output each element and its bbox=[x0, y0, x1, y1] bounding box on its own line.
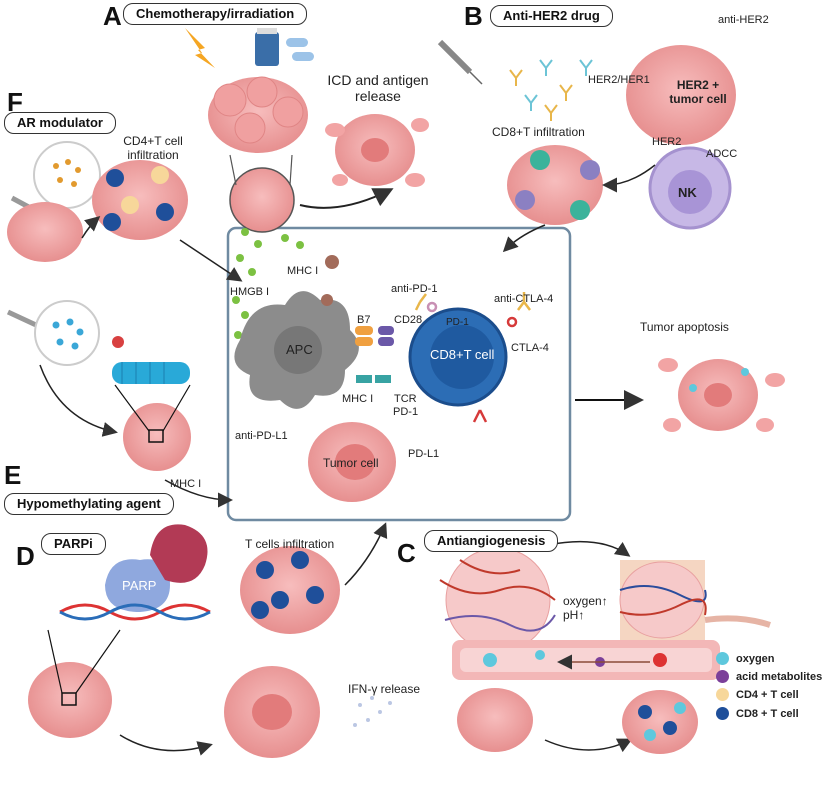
vessel-tumor-left bbox=[439, 547, 556, 653]
panel-b-title: Anti-HER2 drug bbox=[490, 5, 613, 27]
anti-pdl1-label: anti-PD-L1 bbox=[235, 430, 288, 442]
apoptosis-fragments bbox=[658, 358, 785, 432]
ar-drug-bubble bbox=[33, 141, 101, 209]
legend-acid-label: acid metabolites bbox=[736, 670, 823, 683]
panel-letter-a: A bbox=[103, 1, 122, 31]
pd1-mid-label: PD-1 bbox=[393, 406, 419, 418]
syringe-icon bbox=[437, 39, 483, 85]
adcc-label: ADCC bbox=[706, 148, 738, 160]
panel-c-tumor-after bbox=[622, 690, 698, 754]
tumor-cell-label: Tumor cell bbox=[323, 456, 379, 470]
icd-fragments bbox=[325, 114, 429, 187]
mhc-top-label: MHC I bbox=[287, 265, 319, 277]
nucleosome-icon bbox=[112, 336, 190, 384]
ctla4-label: CTLA-4 bbox=[511, 342, 549, 354]
cd28-label: CD28 bbox=[394, 314, 423, 326]
pill-bottle-icon bbox=[255, 28, 314, 66]
legend-cd8-label: CD8 + T cell bbox=[736, 707, 799, 720]
chemo-lightning-icon bbox=[185, 28, 215, 68]
her2-her1-label: HER2/HER1 bbox=[588, 74, 650, 86]
dna-strand bbox=[59, 603, 211, 621]
nk-label: NK bbox=[678, 185, 697, 200]
apc-label: APC bbox=[286, 342, 313, 357]
legend-oxygen-swatch bbox=[716, 652, 729, 665]
her2-tumor-cell bbox=[626, 45, 736, 145]
panel-letter-f: F bbox=[7, 87, 23, 117]
antigen-dots bbox=[232, 228, 304, 339]
icd-label: ICD and antigen release bbox=[327, 72, 429, 104]
panel-d-title: PARPi bbox=[41, 533, 106, 555]
legend-cd8: CD8 + T cell bbox=[716, 707, 799, 720]
legend-oxygen-label: oxygen bbox=[736, 652, 775, 665]
panel-c-title: Antiangiogenesis bbox=[424, 530, 559, 552]
panel-f-tumor bbox=[7, 202, 83, 262]
brown-spheres bbox=[321, 255, 339, 306]
panel-letter-d: D bbox=[16, 541, 35, 571]
her2-label: HER2 bbox=[652, 136, 682, 148]
vessel-tumor-right bbox=[619, 560, 771, 645]
cd4-infiltration-label: CD4+T cell infiltration bbox=[123, 134, 183, 162]
legend-oxygen: oxygen bbox=[716, 652, 775, 665]
center-frame bbox=[226, 226, 572, 522]
panel-f-infiltrated-cluster bbox=[92, 160, 188, 240]
legend-acid: acid metabolites bbox=[716, 670, 822, 683]
checkpoint-antibodies bbox=[414, 292, 531, 423]
cd8-t-cell-label: CD8+T cell bbox=[430, 347, 495, 362]
legend-cd4-label: CD4 + T cell bbox=[736, 688, 799, 701]
blood-vessel-section bbox=[452, 640, 720, 680]
oxygen-ph-label: oxygen↑ pH↑ bbox=[563, 594, 608, 622]
legend-acid-swatch bbox=[716, 670, 729, 683]
panel-letter-c: C bbox=[397, 538, 416, 568]
parp-label: PARP bbox=[122, 578, 157, 593]
panel-e-title: Hypomethylating agent bbox=[4, 493, 174, 515]
b7-label: B7 bbox=[357, 314, 371, 326]
t-infiltration-cluster bbox=[240, 546, 340, 634]
legend-cd4-swatch bbox=[716, 688, 729, 701]
hma-drug-bubble bbox=[34, 300, 100, 366]
panel-e-tumor bbox=[123, 403, 191, 471]
panel-a-tumor-cluster bbox=[208, 76, 308, 153]
apc-cell bbox=[234, 291, 359, 409]
pdl1-label: PD-L1 bbox=[408, 448, 440, 460]
panel-letter-e: E bbox=[4, 460, 22, 490]
tcr-label: TCR bbox=[394, 393, 417, 405]
panel-d-tumor bbox=[28, 662, 112, 738]
tumor-apoptosis-label: Tumor apoptosis bbox=[640, 320, 729, 334]
antibody-cloud bbox=[509, 59, 593, 121]
costim-receptors bbox=[355, 326, 394, 383]
panel-f-title: AR modulator bbox=[4, 112, 116, 134]
panel-e-mhc-label: MHC I bbox=[170, 478, 202, 490]
ifn-dots bbox=[353, 696, 392, 727]
legend-cd4: CD4 + T cell bbox=[716, 688, 799, 701]
parp-enzyme bbox=[105, 524, 208, 612]
panel-a-zoom-cell bbox=[229, 167, 295, 233]
panel-c-tumor-before bbox=[457, 688, 533, 752]
panel-letter-b: B bbox=[464, 1, 483, 31]
anti-ctla4-label: anti-CTLA-4 bbox=[494, 293, 554, 305]
anti-her2-label: anti-HER2 bbox=[718, 14, 769, 26]
pd1-top-label: PD-1 bbox=[446, 317, 469, 328]
cd8-infiltration-label: CD8+T infiltration bbox=[492, 125, 585, 139]
anti-pd1-label: anti-PD-1 bbox=[391, 283, 438, 295]
panel-b-infiltrated-cluster bbox=[507, 145, 603, 225]
t-infiltration-label: T cells infiltration bbox=[245, 537, 335, 551]
hmgb-label: HMGB I bbox=[230, 286, 270, 298]
her2-tumor-label: HER2 + tumor cell bbox=[669, 78, 727, 106]
mhc-bottom-label: MHC I bbox=[342, 393, 374, 405]
ifn-label: IFN-γ release bbox=[348, 682, 421, 696]
legend-cd8-swatch bbox=[716, 707, 729, 720]
panel-a-title: Chemotherapy/irradiation bbox=[123, 3, 308, 25]
